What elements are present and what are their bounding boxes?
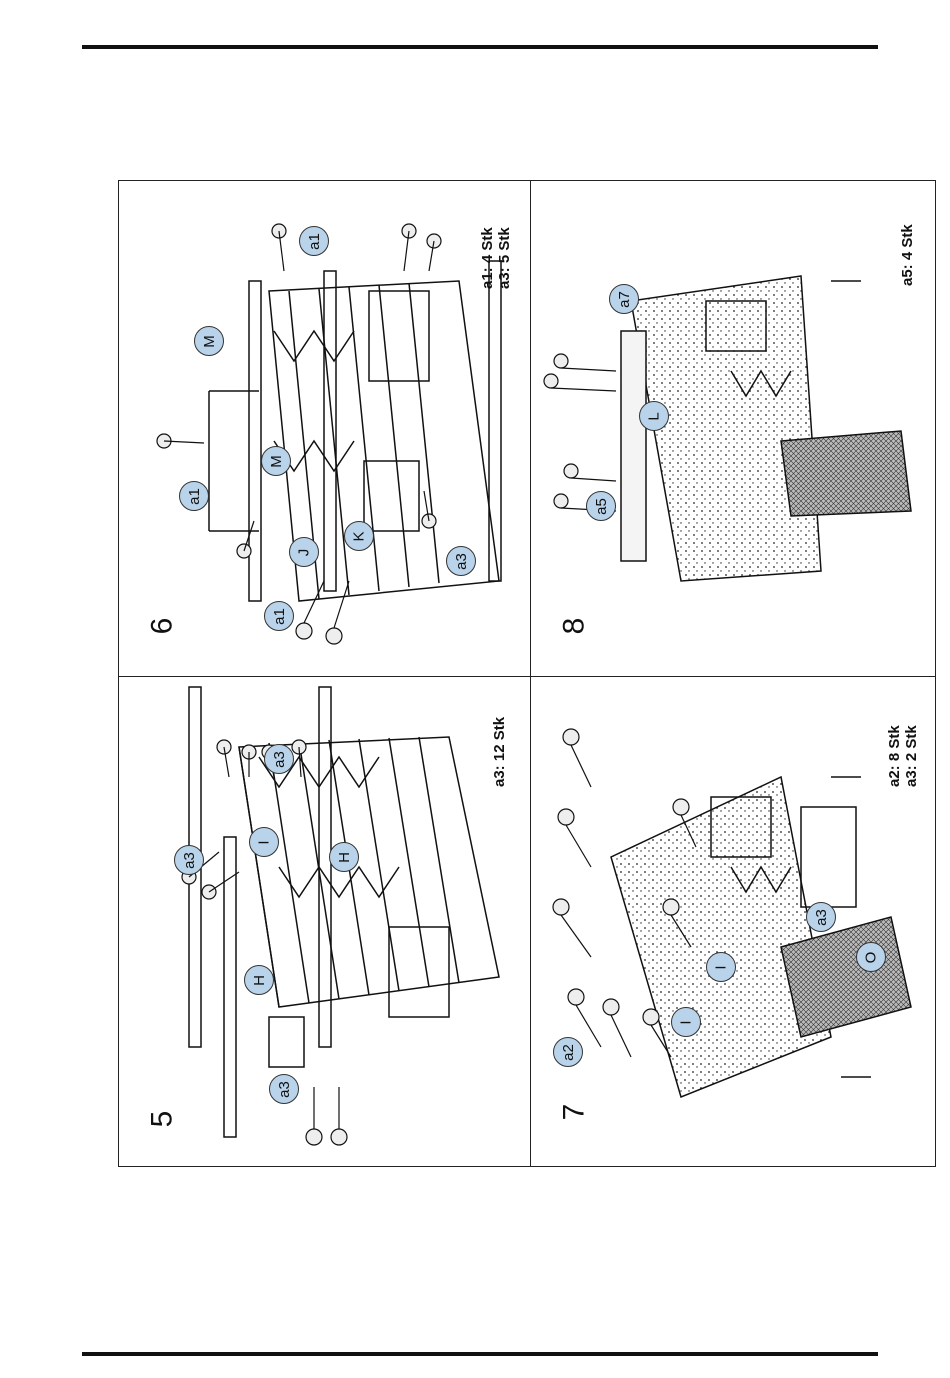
panel-step-5: 5 a3: 12 Stk a3 a3 a3 H I H — [119, 677, 530, 1168]
panel-step-8: 8 a5: 4 Stk a7 L a5 — [531, 181, 935, 676]
part-badge: H — [244, 965, 274, 995]
part-badge: a5 — [586, 491, 616, 521]
part-badge: a2 — [553, 1037, 583, 1067]
quantity-note: a3: 12 Stk — [491, 717, 508, 787]
quantity-note: a5: 4 Stk — [899, 224, 916, 286]
part-badge: a3 — [269, 1074, 299, 1104]
part-badge: a1 — [264, 601, 294, 631]
part-badge: a3 — [264, 744, 294, 774]
quantity-note: a2: 8 Stk a3: 2 Stk — [886, 725, 920, 787]
footer-rule — [82, 1352, 878, 1356]
door-panel — [389, 927, 449, 1017]
part-badge: a3 — [446, 546, 476, 576]
part-badge: O — [856, 942, 886, 972]
mesh-panel — [781, 431, 911, 516]
header-rule — [82, 45, 878, 49]
quantity-line: a3: 5 Stk — [496, 227, 513, 289]
part-badge: a1 — [179, 481, 209, 511]
panel-step-6: 6 a1: 4 Stk a3: 5 Stk a1 a1 a1 M M J K a… — [119, 181, 530, 676]
part-badge: M — [194, 326, 224, 356]
part-badge: J — [289, 537, 319, 567]
part-badge: L — [639, 401, 669, 431]
step-number: 5 — [145, 1111, 179, 1128]
part-badge: a7 — [609, 284, 639, 314]
assembly-drawing-step-6 — [119, 181, 530, 676]
panel-step-7: 7 a2: 8 Stk a3: 2 Stk a2 I I a3 O — [531, 677, 935, 1168]
part-badge: a3 — [806, 902, 836, 932]
step-number: 7 — [557, 1104, 591, 1121]
step-number: 6 — [145, 618, 179, 635]
part-badge: a1 — [299, 226, 329, 256]
quantity-line: a5: 4 Stk — [899, 224, 916, 286]
quantity-note: a1: 4 Stk a3: 5 Stk — [479, 227, 513, 289]
assembly-drawing-step-7 — [531, 677, 935, 1168]
quantity-line: a1: 4 Stk — [479, 227, 496, 289]
quantity-line: a3: 2 Stk — [903, 725, 920, 787]
part-badge: I — [671, 1007, 701, 1037]
instruction-grid: 5 a3: 12 Stk a3 a3 a3 H I H — [118, 180, 936, 1167]
quantity-line: a3: 12 Stk — [491, 717, 508, 787]
part-badge: I — [249, 827, 279, 857]
roof-panel — [611, 777, 831, 1097]
assembly-drawing-step-8 — [531, 181, 935, 676]
part-badge: a3 — [174, 845, 204, 875]
part-badge: K — [344, 521, 374, 551]
door-panel — [369, 291, 429, 381]
part-badge: H — [329, 842, 359, 872]
part-badge: M — [261, 446, 291, 476]
house-body — [239, 737, 499, 1007]
ridge-board — [621, 331, 646, 561]
step-number: 8 — [557, 618, 591, 635]
assembly-drawing-step-5 — [119, 677, 530, 1168]
quantity-line: a2: 8 Stk — [886, 725, 903, 787]
part-badge: I — [706, 952, 736, 982]
